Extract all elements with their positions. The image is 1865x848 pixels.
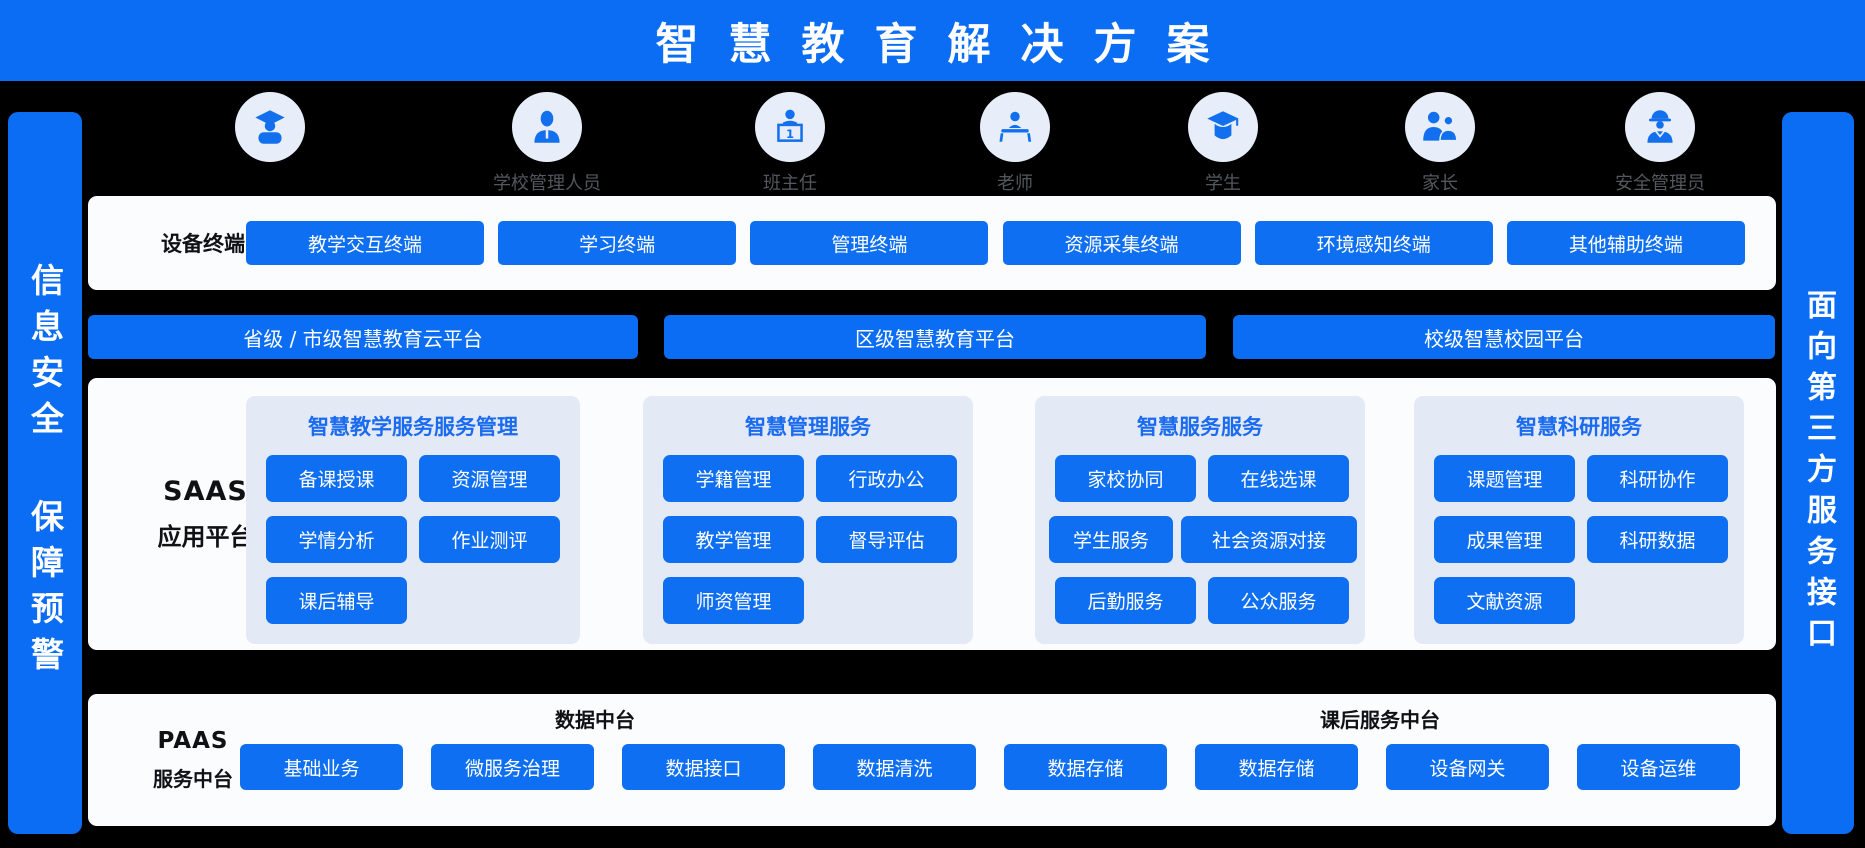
saas-group-header: 智慧服务服务 bbox=[1137, 415, 1263, 439]
teacher-icon bbox=[980, 92, 1050, 162]
paas-service-block: 设备网关 bbox=[1386, 744, 1549, 790]
saas-service-block: 科研协作 bbox=[1587, 455, 1728, 502]
platform-bar-school: 校级智慧校园平台 bbox=[1233, 315, 1775, 359]
info-security-text-2: 保障预警 bbox=[25, 499, 65, 683]
paas-service-block: 数据清洗 bbox=[813, 744, 976, 790]
school-admin-icon bbox=[512, 92, 582, 162]
safety-officer-icon bbox=[1625, 92, 1695, 162]
paas-service-block: 微服务治理 bbox=[431, 744, 594, 790]
svg-text:1: 1 bbox=[786, 127, 794, 141]
graduate-icon bbox=[235, 92, 305, 162]
info-security-bar: 信息安全 保障预警 bbox=[8, 112, 82, 834]
device-terminal-block: 环境感知终端 bbox=[1254, 221, 1493, 265]
paas-service-block: 数据接口 bbox=[622, 744, 785, 790]
saas-service-block: 师资管理 bbox=[663, 577, 804, 624]
paas-section-header-afterschool: 课后服务中台 bbox=[1320, 708, 1440, 732]
device-panel-label: 设备终端 bbox=[161, 232, 245, 256]
student-icon bbox=[1188, 92, 1258, 162]
saas-group-management: 智慧管理服务 学籍管理 行政办公 教学管理 督导评估 师资管理 bbox=[643, 396, 973, 644]
saas-service-block: 家校协同 bbox=[1055, 455, 1196, 502]
user-role: 学生 bbox=[1143, 92, 1303, 195]
saas-group-research: 智慧科研服务 课题管理 科研协作 成果管理 科研数据 文献资源 bbox=[1414, 396, 1744, 644]
saas-panel-label: SAAS 应用平台 bbox=[113, 378, 298, 650]
user-role-label: 家长 bbox=[1422, 173, 1458, 194]
parents-icon bbox=[1405, 92, 1475, 162]
device-terminal-block: 资源采集终端 bbox=[1002, 221, 1241, 265]
saas-label-line1: SAAS bbox=[163, 476, 248, 507]
user-role: 老师 bbox=[935, 92, 1095, 195]
paas-buttons: 基础业务 微服务治理 数据接口 数据清洗 数据存储 数据存储 设备网关 设备运维 bbox=[240, 744, 1740, 790]
saas-service-block: 行政办公 bbox=[816, 455, 957, 502]
saas-service-block: 学情分析 bbox=[266, 516, 407, 563]
device-terminal-block: 管理终端 bbox=[750, 221, 989, 265]
page-title: 智慧教育解决方案 bbox=[655, 19, 1240, 70]
paas-service-block: 设备运维 bbox=[1577, 744, 1740, 790]
paas-section-header-data: 数据中台 bbox=[555, 708, 635, 732]
paas-label-line1: PAAS bbox=[157, 728, 229, 754]
info-security-text-1: 信息安全 bbox=[25, 263, 65, 447]
head-teacher-icon: 1 bbox=[755, 92, 825, 162]
user-role-label: 老师 bbox=[997, 173, 1033, 194]
saas-service-block: 课题管理 bbox=[1434, 455, 1575, 502]
saas-group-teaching: 智慧教学服务服务管理 备课授课 资源管理 学情分析 作业测评 课后辅导 bbox=[246, 396, 580, 644]
saas-service-block: 在线选课 bbox=[1208, 455, 1349, 502]
platform-bar-district: 区级智慧教育平台 bbox=[664, 315, 1206, 359]
saas-service-block: 后勤服务 bbox=[1055, 577, 1196, 624]
saas-service-block: 社会资源对接 bbox=[1181, 516, 1357, 563]
user-role: 安全管理员 bbox=[1580, 92, 1740, 195]
title-bar: 智慧教育解决方案 bbox=[0, 0, 1865, 81]
saas-service-block: 作业测评 bbox=[419, 516, 560, 563]
saas-platform-panel: SAAS 应用平台 智慧教学服务服务管理 备课授课 资源管理 学情分析 作业测评… bbox=[88, 378, 1776, 650]
device-terminal-block: 学习终端 bbox=[498, 221, 737, 265]
saas-service-block: 督导评估 bbox=[816, 516, 957, 563]
user-role: 家长 bbox=[1360, 92, 1520, 195]
saas-service-block: 成果管理 bbox=[1434, 516, 1575, 563]
third-party-interface-bar: 面向第三方服务接口 bbox=[1782, 112, 1854, 834]
saas-service-block: 教学管理 bbox=[663, 516, 804, 563]
device-terminal-block: 教学交互终端 bbox=[246, 221, 484, 265]
user-role-label: 学生 bbox=[1205, 173, 1241, 194]
device-buttons: 教学交互终端 学习终端 管理终端 资源采集终端 环境感知终端 其他辅助终端 bbox=[246, 221, 1745, 265]
user-role-label: 班主任 bbox=[763, 173, 817, 194]
saas-service-block: 文献资源 bbox=[1434, 577, 1575, 624]
saas-label-line2: 应用平台 bbox=[157, 523, 254, 551]
device-terminal-block: 其他辅助终端 bbox=[1506, 221, 1745, 265]
paas-label-line2: 服务中台 bbox=[153, 767, 233, 791]
saas-service-block: 科研数据 bbox=[1587, 516, 1728, 563]
user-role bbox=[190, 92, 350, 169]
platform-bar-provincial: 省级 / 市级智慧教育云平台 bbox=[88, 315, 638, 359]
paas-panel-label: PAAS 服务中台 bbox=[108, 694, 278, 826]
saas-service-block: 资源管理 bbox=[419, 455, 560, 502]
user-role-label: 安全管理员 bbox=[1615, 173, 1705, 194]
paas-service-block: 基础业务 bbox=[240, 744, 403, 790]
paas-service-block: 数据存储 bbox=[1195, 744, 1358, 790]
saas-service-block: 备课授课 bbox=[266, 455, 407, 502]
device-terminal-panel: 设备终端 教学交互终端 学习终端 管理终端 资源采集终端 环境感知终端 其他辅助… bbox=[88, 196, 1776, 290]
user-role: 学校管理人员 bbox=[467, 92, 627, 195]
saas-service-block: 课后辅导 bbox=[266, 577, 407, 624]
user-role: 1 班主任 bbox=[710, 92, 870, 195]
paas-service-block: 数据存储 bbox=[1004, 744, 1167, 790]
saas-group-header: 智慧管理服务 bbox=[745, 415, 871, 439]
saas-group-header: 智慧科研服务 bbox=[1516, 415, 1642, 439]
third-party-interface-text: 面向第三方服务接口 bbox=[1801, 288, 1836, 658]
saas-group-header: 智慧教学服务服务管理 bbox=[308, 415, 518, 439]
saas-group-services: 智慧服务服务 家校协同 在线选课 学生服务 社会资源对接 后勤服务 公众服务 bbox=[1035, 396, 1365, 644]
saas-service-block: 学生服务 bbox=[1049, 516, 1173, 563]
user-role-label: 学校管理人员 bbox=[493, 173, 601, 194]
saas-service-block: 学籍管理 bbox=[663, 455, 804, 502]
saas-service-block: 公众服务 bbox=[1208, 577, 1349, 624]
paas-platform-panel: PAAS 服务中台 数据中台 课后服务中台 基础业务 微服务治理 数据接口 数据… bbox=[88, 694, 1776, 826]
